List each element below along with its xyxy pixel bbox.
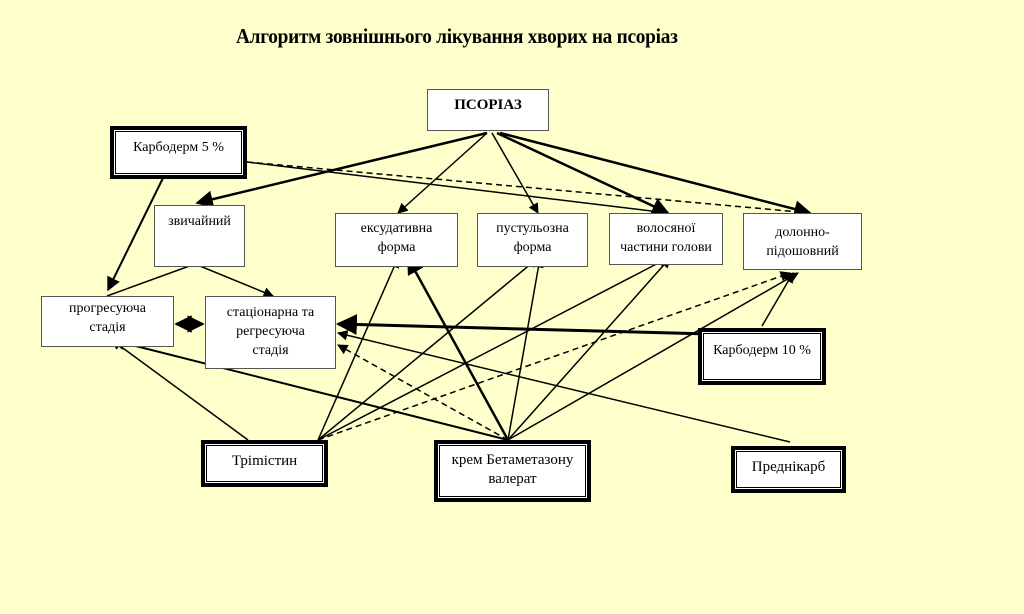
edge-prednikarb-statsionarna: [336, 330, 791, 443]
edge-zvychainyi-progresuyucha: [106, 263, 196, 297]
node-volosyanoi: волосяної частини голови: [609, 213, 723, 265]
node-pustulozna: пустульозна форма: [477, 213, 588, 267]
node-trymistyn: Трimістин: [201, 440, 328, 487]
edge-betametazon-volosyanoi: [507, 257, 671, 441]
diagram-title: Алгоритм зовнішнього лікування хворих на…: [236, 24, 678, 48]
node-karboderm10: Карбодерм 10 %: [698, 328, 826, 385]
edge-karboderm10-statsionarna: [335, 314, 711, 336]
node-dolonno: долонно- підошовний: [743, 213, 862, 270]
edge-betametazon-eksudatyvna: [406, 256, 510, 441]
edge-karboderm5-progresuyucha: [107, 177, 164, 292]
node-eksudatyvna: ексудативна форма: [335, 213, 458, 267]
edge-karboderm5-dolonno: [246, 161, 812, 218]
edge-karboderm10-dolonno: [761, 272, 794, 327]
edge-trymistyn-pustulozna: [317, 257, 539, 441]
edge-psoriaz-volosyanoi: [496, 131, 670, 215]
node-prednikarb: Преднікарб: [731, 446, 846, 493]
node-betametazon: крем Бетаметазону валерат: [434, 440, 591, 502]
edge-karboderm5-volosyanoi: [246, 161, 670, 218]
edge-betametazon-pustulozna: [507, 256, 544, 441]
node-statsionarna: стаціонарна та регресуюча стадія: [205, 296, 336, 369]
edge-betametazon-progresuyucha: [110, 336, 509, 441]
edge-psoriaz-pustulozna: [491, 132, 539, 214]
node-karboderm5: Карбодерм 5 %: [110, 126, 247, 179]
node-zvychainyi: звичайний: [154, 205, 245, 267]
edge-betametazon-dolonno: [507, 272, 799, 441]
edge-zvychainyi-statsionarna: [194, 263, 274, 298]
edge-psoriaz-eksudatyvna: [397, 132, 488, 214]
edge-psoriaz-zvychainyi: [195, 131, 488, 208]
edge-trymistyn-volosyanoi: [317, 257, 669, 441]
edge-trymistyn-eksudatyvna: [317, 257, 400, 441]
edge-psoriaz-dolonno: [499, 131, 812, 218]
edge-betametazon-statsionarna: [337, 344, 509, 441]
node-progresuyucha: прогресуюча стадія: [41, 296, 174, 347]
edge-trymistyn-progresuyucha: [111, 339, 249, 441]
node-psoriaz: ПСОРІАЗ: [427, 89, 549, 131]
